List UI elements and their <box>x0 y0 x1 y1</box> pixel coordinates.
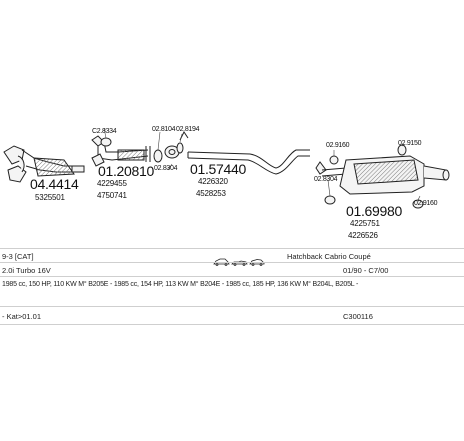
part-tag: 02.9150 <box>398 140 422 147</box>
exhaust-diagram <box>3 127 450 209</box>
part-tag: C2.8334 <box>92 128 117 135</box>
engine-label: 2.0i Turbo 16V <box>2 266 51 275</box>
vehicle-model: 9-3 [CAT] <box>2 252 34 261</box>
part-number-label: 01.20810 <box>98 163 154 179</box>
divider <box>0 324 464 325</box>
production-years: 01/90 - C7/00 <box>343 266 389 275</box>
catalog-code: C300116 <box>343 312 373 321</box>
divider <box>0 276 464 277</box>
rear-silencer-drawing <box>315 144 450 209</box>
wheel-icon <box>233 263 237 266</box>
leader-lines <box>103 127 421 201</box>
clamps-drawing <box>100 131 189 163</box>
part-number-label: 04.4414 <box>30 176 79 192</box>
part-tag: 02.8304 <box>314 176 338 183</box>
reference-number: 4226526 <box>348 231 378 240</box>
reference-number: 4225751 <box>350 219 380 228</box>
reference-number: 4226320 <box>198 177 228 186</box>
part-tag: 02.8104 <box>152 126 176 133</box>
wheel-icon <box>215 263 219 266</box>
body-types: Hatchback Cabrio Coupé <box>287 252 371 261</box>
divider <box>0 248 464 249</box>
part-number-label: 01.57440 <box>190 161 246 177</box>
divider <box>0 306 464 307</box>
engine-spec: 1985 cc, 150 HP, 110 KW M° B205E - 1985 … <box>2 281 359 288</box>
wheel-icon <box>224 263 228 266</box>
reference-number: 4750741 <box>97 191 127 200</box>
center-pipe-drawing <box>187 149 310 175</box>
part-number-label: 01.69980 <box>346 203 402 219</box>
reference-number: 4528253 <box>196 189 226 198</box>
hatchback-icon <box>213 258 230 265</box>
coupe-icon <box>249 259 265 265</box>
part-tag: 02.8304 <box>154 165 178 172</box>
reference-number: 4229455 <box>97 179 127 188</box>
reference-number: 5325501 <box>35 193 65 202</box>
divider <box>0 262 464 263</box>
catalyst-note: - Kat>01.01 <box>2 312 41 321</box>
wheel-icon <box>242 263 246 266</box>
front-pipe-catalyst-drawing <box>3 145 85 183</box>
wheel-icon <box>251 263 255 266</box>
car-body-icons <box>213 258 265 266</box>
part-tag: 02.8194 <box>176 126 200 133</box>
intermediate-pipe-drawing <box>91 135 151 167</box>
part-tag: 02.9160 <box>414 200 438 207</box>
wheel-icon <box>259 263 263 266</box>
part-tag: 02.9160 <box>326 142 350 149</box>
